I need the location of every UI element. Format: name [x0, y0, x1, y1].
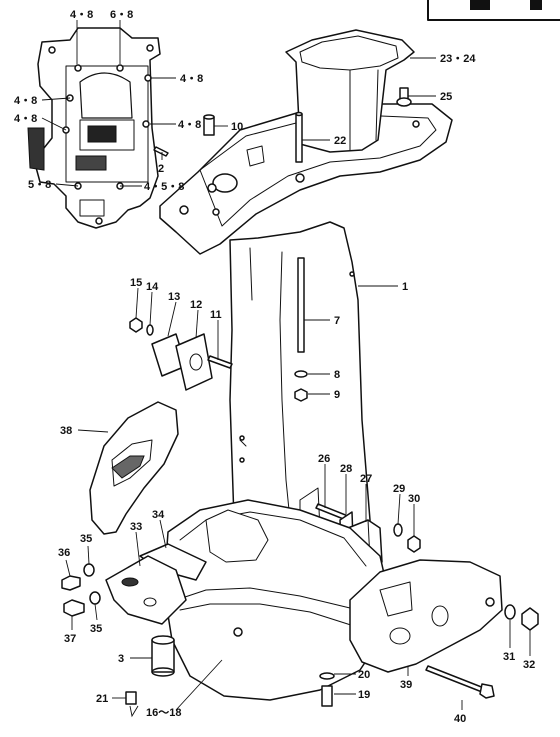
lower-housing [163, 499, 391, 701]
callout-13: 13 [168, 291, 180, 303]
callout-9: 9 [334, 389, 340, 401]
callout-25: 25 [440, 91, 452, 103]
washer-29 [393, 523, 403, 537]
page-corner-frame [427, 0, 560, 21]
callout-16-18: 16～18 [146, 707, 181, 719]
bushing-3 [151, 635, 175, 677]
washer-20 [319, 672, 335, 680]
dowel-pin-10 [203, 114, 215, 136]
callout-3: 3 [118, 653, 124, 665]
nut-9 [294, 388, 308, 402]
mount-cover-38 [89, 401, 179, 535]
callout-15: 15 [130, 277, 142, 289]
callout-14: 14 [146, 281, 159, 293]
washer-35a [83, 563, 95, 577]
callout-36: 36 [58, 547, 70, 559]
pin-2 [153, 146, 169, 157]
callout-34: 34 [152, 509, 165, 521]
washer-14 [146, 324, 154, 336]
callout-28: 28 [340, 463, 352, 475]
leader-lines [41, 20, 531, 718]
stud-22 [295, 111, 303, 163]
callout-31: 31 [503, 651, 515, 663]
callout-19: 19 [358, 689, 370, 701]
callout-32: 32 [523, 659, 535, 671]
bracket-33 [105, 555, 187, 625]
callout-38: 38 [60, 425, 72, 437]
callout-23-24: 23・24 [440, 53, 476, 65]
callout-27: 27 [360, 473, 372, 485]
callout-30: 30 [408, 493, 420, 505]
callout-10: 10 [231, 121, 243, 133]
stud-7 [297, 257, 305, 353]
callout-21: 21 [96, 693, 108, 705]
washer-31 [504, 604, 516, 620]
callout-12: 12 [190, 299, 202, 311]
bolt-36 [61, 575, 81, 591]
nut-32 [521, 607, 539, 631]
callout-4-8-c: 4・8 [14, 95, 37, 107]
callout-4-8-d: 4・8 [14, 113, 37, 125]
callout-37: 37 [64, 633, 76, 645]
callout-35-a: 35 [80, 533, 92, 545]
bolt-37 [63, 599, 85, 617]
nut-15 [129, 317, 143, 333]
callout-6-8: 6・8 [110, 9, 133, 21]
callout-11: 11 [210, 309, 222, 321]
callout-7: 7 [334, 315, 340, 327]
nut-30 [407, 535, 421, 553]
callout-35-b: 35 [90, 623, 102, 635]
stud-11 [207, 355, 233, 369]
callout-33: 33 [130, 521, 142, 533]
callout-29: 29 [393, 483, 405, 495]
cap-21 [125, 691, 137, 705]
bolt-19 [321, 685, 333, 707]
callout-8: 8 [334, 369, 340, 381]
callout-20: 20 [358, 669, 370, 681]
callout-40: 40 [454, 713, 466, 725]
callout-1: 1 [402, 281, 408, 293]
callout-4-5-8: 4・5・8 [144, 181, 184, 193]
bolt-25 [396, 87, 412, 107]
washer-35b [89, 591, 101, 605]
callout-39: 39 [400, 679, 412, 691]
callout-labels: 4・8 6・8 4・8 4・8 4・8 4・8 5・8 4・5・8 10 2 2… [14, 9, 535, 725]
callout-4-8-b: 4・8 [180, 73, 203, 85]
callout-4-8-e: 4・8 [178, 119, 201, 131]
cover-12 [175, 333, 213, 391]
callout-26: 26 [318, 453, 330, 465]
callout-4-8-a: 4・8 [70, 9, 93, 21]
bolt-40 [425, 665, 495, 699]
callout-2: 2 [158, 163, 164, 175]
washer-8 [294, 370, 308, 378]
callout-5-8: 5・8 [28, 179, 51, 191]
mounting-plate-inset [27, 27, 161, 229]
callout-22: 22 [334, 135, 346, 147]
side-cover-39 [349, 559, 503, 673]
